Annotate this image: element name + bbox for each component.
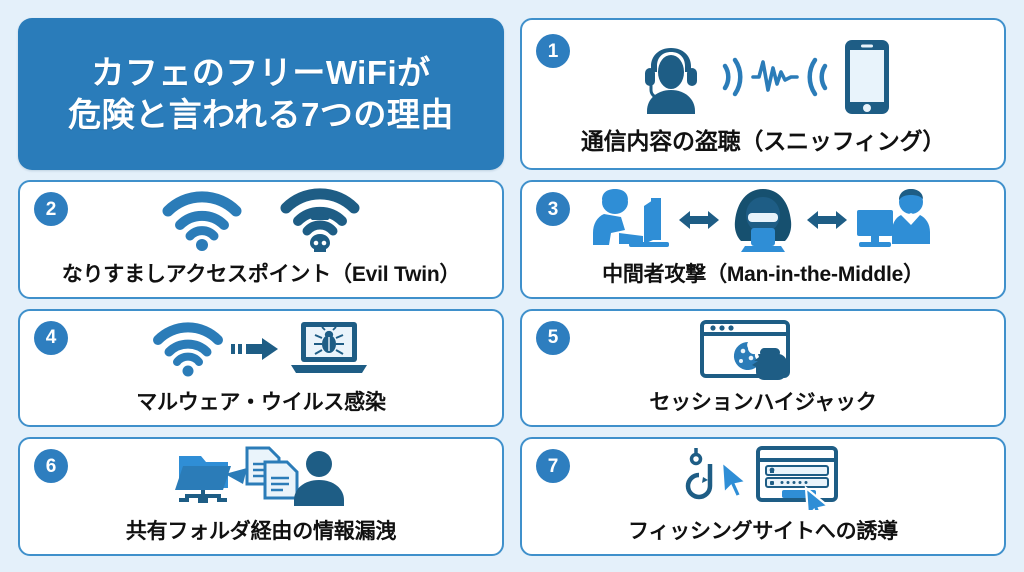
left-right-arrow-icon bbox=[805, 207, 849, 233]
login-form-window-icon bbox=[756, 446, 838, 503]
card-artwork-7 bbox=[522, 445, 1004, 511]
reason-card-5: 5 セッションハイジャック bbox=[520, 308, 1006, 428]
fishing-hook-icon bbox=[685, 448, 713, 500]
headset-person-icon bbox=[635, 40, 707, 114]
card-number-badge-4: 4 bbox=[34, 320, 68, 355]
dashed-arrow-icon bbox=[231, 336, 281, 362]
browser-cookie-icon bbox=[700, 319, 790, 380]
page-title: カフェのフリーWiFiが 危険と言われる7つの理由 bbox=[68, 52, 454, 136]
card-label-4: マルウェア・ウイルス感染 bbox=[136, 391, 386, 415]
title-line-1: カフェのフリーWiFiが bbox=[91, 53, 431, 91]
card-label-3: 中間者攻撃（Man-in-the-Middle） bbox=[602, 262, 924, 286]
reason-card-7: 7 bbox=[520, 437, 1006, 556]
grabbing-hand-icon bbox=[752, 347, 787, 380]
cursor-icon bbox=[720, 459, 749, 499]
card-number-badge-1: 1 bbox=[536, 34, 570, 68]
reason-card-6: 6 bbox=[18, 437, 504, 556]
user-computer-icon bbox=[589, 188, 675, 252]
card-label-5: セッションハイジャック bbox=[649, 391, 877, 415]
card-label-6: 共有フォルダ経由の情報漏洩 bbox=[125, 519, 397, 543]
laptop-bug-icon bbox=[287, 319, 371, 379]
card-number-badge-7: 7 bbox=[536, 449, 570, 484]
reason-card-1: 1 bbox=[520, 18, 1006, 170]
card-artwork-6 bbox=[20, 445, 502, 509]
person-silhouette-icon bbox=[294, 451, 344, 507]
wifi-skull-icon bbox=[278, 188, 362, 252]
card-artwork-1 bbox=[522, 34, 1004, 120]
title-line-2: 危険と言われる7つの理由 bbox=[68, 96, 454, 133]
hooded-hacker-icon bbox=[723, 187, 803, 253]
reason-card-2: 2 bbox=[18, 180, 504, 299]
documents-icon bbox=[245, 446, 299, 500]
smartphone-icon bbox=[843, 38, 891, 116]
title-panel: カフェのフリーWiFiが 危険と言われる7つの理由 bbox=[18, 18, 504, 170]
card-label-1: 通信内容の盗聴（スニッフィング） bbox=[580, 128, 946, 154]
card-artwork-4 bbox=[20, 317, 502, 381]
sound-wave-icon bbox=[715, 46, 835, 108]
card-label-2: なりすましアクセスポイント（Evil Twin） bbox=[61, 262, 461, 286]
card-number-badge-5: 5 bbox=[536, 320, 570, 355]
card-number-badge-6: 6 bbox=[34, 449, 68, 484]
card-label-7: フィッシングサイトへの誘導 bbox=[628, 519, 898, 543]
left-right-arrow-icon bbox=[677, 207, 721, 233]
wifi-icon bbox=[151, 320, 225, 378]
card-number-badge-2: 2 bbox=[34, 192, 68, 226]
network-folder-icon bbox=[175, 456, 231, 504]
reason-card-3: 3 中間者攻撃（Man-in-the-Middle） bbox=[520, 180, 1006, 299]
user-computer-icon bbox=[851, 188, 937, 252]
reason-card-4: 4 bbox=[18, 308, 504, 428]
card-artwork-5 bbox=[522, 317, 1004, 381]
card-artwork-2 bbox=[20, 188, 502, 252]
card-number-badge-3: 3 bbox=[536, 192, 570, 226]
cursor-icon bbox=[804, 485, 831, 511]
card-artwork-3 bbox=[522, 188, 1004, 252]
wifi-icon bbox=[160, 189, 244, 251]
